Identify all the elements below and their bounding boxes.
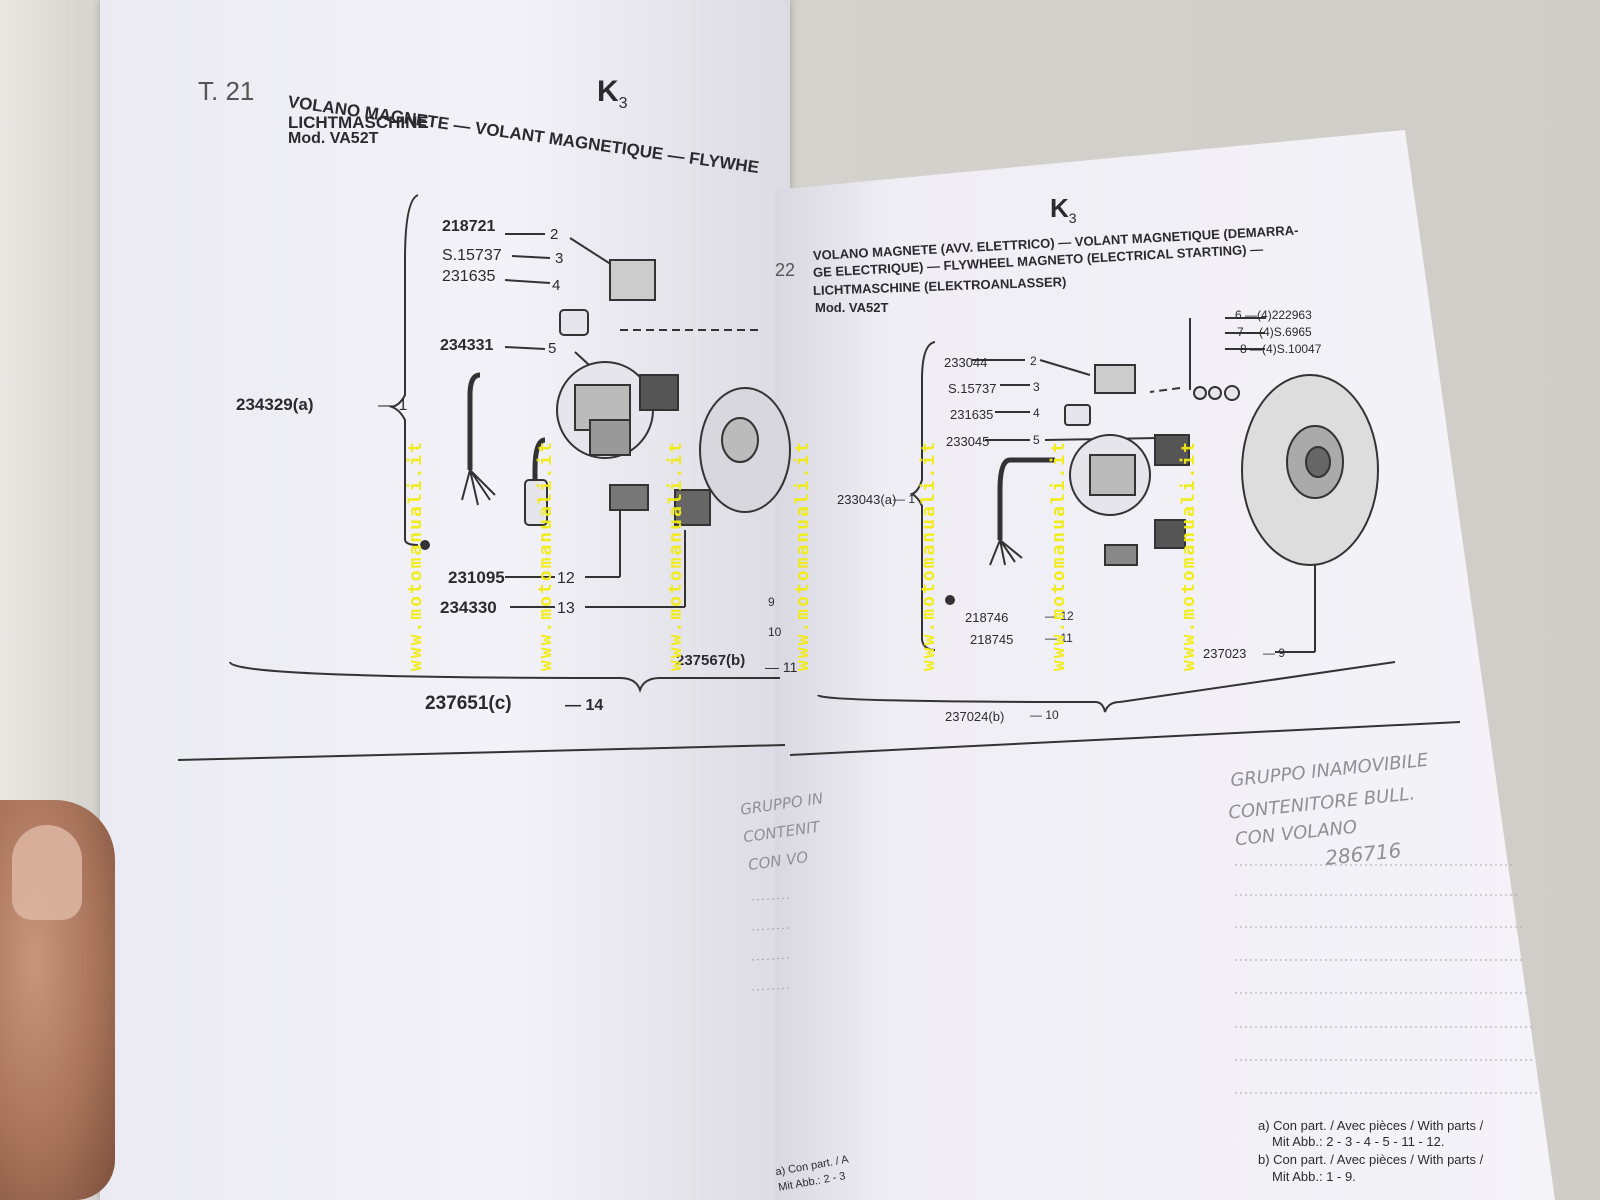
left-part-num-13: 13 bbox=[557, 600, 575, 617]
right-hardware-6: 6 —(4)222963 bbox=[1235, 308, 1312, 322]
right-model: Mod. VA52T bbox=[815, 300, 889, 315]
left-part-num-2: 2 bbox=[550, 226, 559, 243]
watermark-3: www.motomanuali.it bbox=[665, 440, 686, 672]
right-part-num-9: — 9 bbox=[1263, 646, 1286, 660]
right-part-code-9: 237023 bbox=[1203, 646, 1247, 661]
right-part-code-5: 233045 bbox=[946, 434, 990, 449]
watermark-2: www.motomanuali.it bbox=[535, 440, 556, 672]
left-part-code-1: 234329(a) bbox=[236, 395, 314, 414]
right-part-code-12: 218746 bbox=[965, 610, 1009, 625]
left-part-code-3: S.15737 bbox=[442, 247, 502, 264]
left-callout-9: 9 bbox=[768, 595, 775, 609]
right-footnote-b-line1: b) Con part. / Avec pièces / With parts … bbox=[1258, 1152, 1484, 1167]
left-illustration bbox=[420, 259, 791, 550]
right-table-number: 22 bbox=[775, 260, 796, 280]
left-part-code-11: 237567(b) bbox=[676, 652, 746, 669]
left-page bbox=[100, 0, 790, 1200]
right-section-letter: K3 bbox=[1050, 193, 1077, 227]
right-part-code-1: 233043(a) bbox=[837, 492, 897, 507]
left-part-code-13: 234330 bbox=[440, 598, 497, 617]
left-part-num-3: 3 bbox=[555, 250, 564, 267]
left-part-num-1: — 1 bbox=[378, 397, 408, 414]
coil-2 bbox=[609, 259, 656, 301]
right-part-num-2: 2 bbox=[1030, 354, 1037, 368]
right-part-num-10: — 10 bbox=[1030, 708, 1059, 722]
watermark-5: www.motomanuali.it bbox=[918, 440, 939, 672]
left-part-code-4: 231635 bbox=[442, 268, 496, 285]
right-part-num-5: 5 bbox=[1033, 433, 1040, 447]
thumbnail-nail bbox=[12, 825, 82, 920]
right-hardware-8: 8 —(4)S.10047 bbox=[1240, 342, 1322, 356]
left-part-code-12: 231095 bbox=[448, 568, 505, 587]
right-part-num-12: — 12 bbox=[1045, 609, 1074, 623]
right-part-code-10: 237024(b) bbox=[945, 709, 1005, 724]
watermark-6: www.motomanuali.it bbox=[1048, 440, 1069, 672]
right-bottom-brace bbox=[817, 661, 1396, 713]
left-bottom-brace bbox=[229, 661, 780, 694]
right-part-num-11: — 11 bbox=[1045, 631, 1073, 645]
right-part-num-3: 3 bbox=[1033, 380, 1040, 394]
right-part-code-2: 233044 bbox=[944, 355, 988, 370]
left-part-num-5: 5 bbox=[548, 340, 557, 357]
left-part-code-2: 218721 bbox=[442, 218, 496, 235]
watermark-1: www.motomanuali.it bbox=[405, 440, 426, 672]
left-part-code-5: 234331 bbox=[440, 337, 494, 354]
right-page-rule bbox=[789, 721, 1461, 756]
left-bracket bbox=[388, 194, 419, 546]
right-part-num-4: 4 bbox=[1033, 406, 1040, 420]
watermark-7: www.motomanuali.it bbox=[1178, 440, 1199, 672]
right-part-code-4: 231635 bbox=[950, 407, 994, 422]
right-bracket bbox=[909, 341, 936, 651]
left-section-letter: K3 bbox=[597, 75, 628, 112]
right-hardware-7: 7 —(4)S.6965 bbox=[1237, 325, 1312, 339]
left-model: Mod. VA52T bbox=[288, 130, 379, 147]
left-part-code-14: 237651(c) bbox=[425, 693, 512, 714]
right-footnote-a-line1: a) Con part. / Avec pièces / With parts … bbox=[1258, 1118, 1484, 1133]
right-illustration bbox=[945, 364, 1379, 605]
right-part-code-3: S.15737 bbox=[948, 381, 997, 396]
left-page-rule bbox=[177, 744, 786, 761]
left-part-num-12: 12 bbox=[557, 570, 575, 587]
right-footnote-a-line2: Mit Abb.: 2 - 3 - 4 - 5 - 11 - 12. bbox=[1272, 1134, 1445, 1149]
left-title-line2: LICHTMASCHINE bbox=[288, 113, 429, 132]
left-part-num-14: — 14 bbox=[565, 697, 604, 714]
left-table-number: T. 21 bbox=[198, 76, 255, 106]
right-part-code-11: 218745 bbox=[970, 632, 1014, 647]
watermark-4: www.motomanuali.it bbox=[792, 440, 813, 672]
left-part-num-4: 4 bbox=[552, 277, 561, 294]
right-footnote-b-line2: Mit Abb.: 1 - 9. bbox=[1272, 1169, 1356, 1184]
left-callout-10: 10 bbox=[768, 625, 782, 639]
left-part-num-11: — 11 bbox=[765, 659, 798, 675]
right-part-num-1: — 1 bbox=[893, 492, 916, 506]
right-page bbox=[775, 130, 1555, 1200]
